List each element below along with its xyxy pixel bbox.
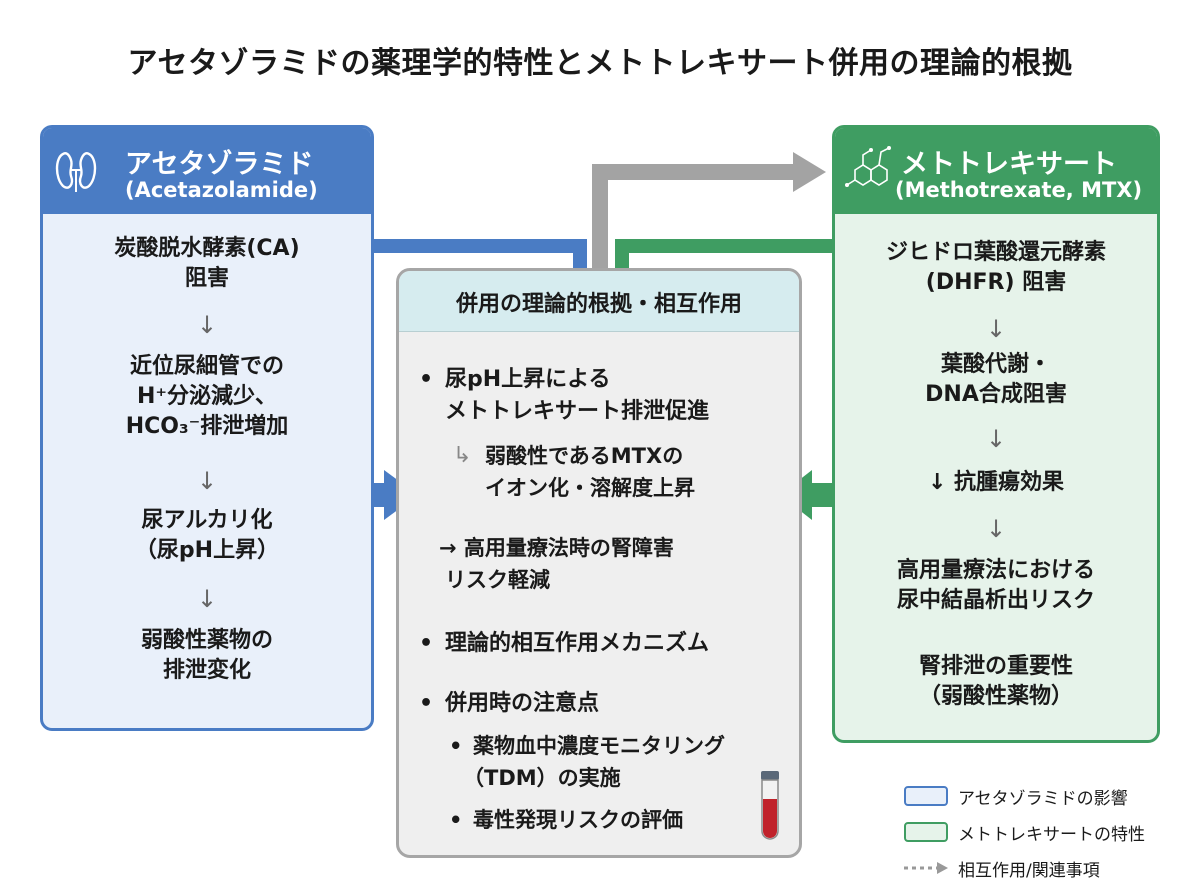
legend-item-acetazolamide: アセタゾラミドの影響 (898, 782, 1198, 812)
legend-label-methotrexate: メトトレキサートの特性 (958, 825, 1145, 845)
sub-arrow-icon: ↳ (453, 443, 472, 468)
point-3-item-1-line-2: （TDM）の実施 (463, 766, 621, 790)
right-step-2-line-1: 葉酸代謝・ (940, 352, 1051, 377)
left-step-1: 炭酸脱水酵素(CA) 阻害 (43, 234, 371, 294)
legend-dashed-arrow-icon (904, 862, 948, 874)
methotrexate-title: メトトレキサート (901, 149, 1117, 180)
interaction-header-text: 併用の理論的根拠・相互作用 (455, 292, 742, 317)
acetazolamide-title: アセタゾラミド (125, 149, 314, 180)
kidney-icon (55, 152, 97, 192)
left-step-3-line-1: 尿アルカリ化 (141, 508, 273, 533)
left-step-1-line-2: 阻害 (184, 266, 229, 291)
acetazolamide-subtitle: (Acetazolamide) (125, 178, 318, 202)
point-3: 併用時の注意点 (445, 691, 600, 716)
point-3-item-1-line-1: 薬物血中濃度モニタリング (473, 734, 725, 758)
point-1-line-2: メトトレキサート排泄促進 (445, 399, 710, 424)
point-1-line-1: 尿pH上昇による (445, 367, 611, 392)
right-step-3: ↓ 抗腫瘍効果 (835, 468, 1157, 498)
right-arrow-3: ↓ (985, 515, 1007, 543)
point-3-item-2: 毒性発現リスクの評価 (473, 808, 683, 832)
right-step-5: 腎排泄の重要性 （弱酸性薬物） (835, 652, 1157, 712)
point-1-sub-line-1: 弱酸性であるMTXの (485, 444, 684, 468)
left-step-2: 近位尿細管での H⁺分泌減少、 HCO₃⁻排泄増加 (43, 352, 371, 442)
right-step-3-line-1: ↓ 抗腫瘍効果 (927, 470, 1065, 495)
left-step-3: 尿アルカリ化 （尿pH上昇） (43, 506, 371, 566)
interaction-panel: 併用の理論的根拠・相互作用 • 尿pH上昇による メトトレキサート排泄促進 ↳ … (396, 268, 802, 858)
right-step-4-line-1: 高用量療法における (896, 558, 1095, 583)
right-step-2: 葉酸代謝・ DNA合成阻害 (835, 350, 1157, 410)
legend-item-interaction: 相互作用/関連事項 (898, 854, 1198, 884)
left-step-2-line-1: 近位尿細管での (129, 354, 284, 379)
left-arrow-1: ↓ (196, 311, 218, 339)
gray-arrowhead (793, 152, 826, 192)
left-arrow-2: ↓ (196, 467, 218, 495)
sub-bullet-2: • (449, 808, 463, 832)
interaction-header: 併用の理論的根拠・相互作用 (399, 271, 799, 332)
left-step-4: 弱酸性薬物の 排泄変化 (43, 626, 371, 686)
bullet-3: • (419, 691, 434, 716)
point-1-result-line-1: → 高用量療法時の腎障害 (439, 536, 674, 560)
acetazolamide-panel: アセタゾラミド (Acetazolamide) 炭酸脱水酵素(CA) 阻害 ↓ … (40, 125, 374, 731)
right-arrow-1: ↓ (985, 315, 1007, 343)
legend-label-acetazolamide: アセタゾラミドの影響 (958, 789, 1128, 809)
legend-label-interaction: 相互作用/関連事項 (958, 861, 1100, 881)
acetazolamide-header: アセタゾラミド (Acetazolamide) (43, 128, 371, 214)
left-step-4-line-1: 弱酸性薬物の (140, 628, 273, 653)
left-step-2-line-3: HCO₃⁻排泄増加 (125, 414, 289, 439)
methotrexate-subtitle: (Methotrexate, MTX) (895, 178, 1143, 202)
point-2: 理論的相互作用メカニズム (445, 631, 710, 656)
left-step-3-line-2: （尿pH上昇） (134, 538, 280, 563)
sub-bullet-1: • (449, 734, 463, 758)
left-step-4-line-2: 排泄変化 (162, 658, 251, 683)
gray-connector-arrow (592, 164, 795, 270)
right-arrow-2: ↓ (985, 425, 1007, 453)
right-step-5-line-2: （弱酸性薬物） (918, 684, 1073, 709)
bullet-2: • (419, 631, 434, 656)
left-arrow-3: ↓ (196, 585, 218, 613)
methotrexate-panel: メトトレキサート (Methotrexate, MTX) ジヒドロ葉酸還元酵素 … (832, 125, 1160, 743)
point-1-result-line-2: リスク軽減 (445, 568, 550, 592)
bullet-1: • (419, 367, 434, 392)
legend-swatch-blue (904, 786, 948, 806)
left-step-2-line-2: H⁺分泌減少、 (136, 384, 278, 409)
molecule-icon (845, 146, 891, 187)
right-step-5-line-1: 腎排泄の重要性 (918, 654, 1073, 679)
left-step-1-line-1: 炭酸脱水酵素(CA) (114, 236, 300, 261)
legend-item-methotrexate: メトトレキサートの特性 (898, 818, 1198, 848)
legend-swatch-green (904, 822, 948, 842)
methotrexate-header: メトトレキサート (Methotrexate, MTX) (835, 128, 1157, 214)
point-1-sub-line-2: イオン化・溶解度上昇 (485, 476, 695, 500)
right-step-2-line-2: DNA合成阻害 (925, 382, 1067, 407)
right-step-4: 高用量療法における 尿中結晶析出リスク (835, 556, 1157, 616)
right-step-1: ジヒドロ葉酸還元酵素 (DHFR) 阻害 (835, 238, 1157, 298)
right-step-1-line-2: (DHFR) 阻害 (925, 270, 1067, 295)
right-step-1-line-1: ジヒドロ葉酸還元酵素 (885, 240, 1106, 265)
right-step-4-line-2: 尿中結晶析出リスク (896, 588, 1095, 613)
page-title: アセタゾラミドの薬理学的特性とメトトレキサート併用の理論的根拠 (127, 46, 1073, 81)
blood-tube-icon (761, 771, 779, 840)
